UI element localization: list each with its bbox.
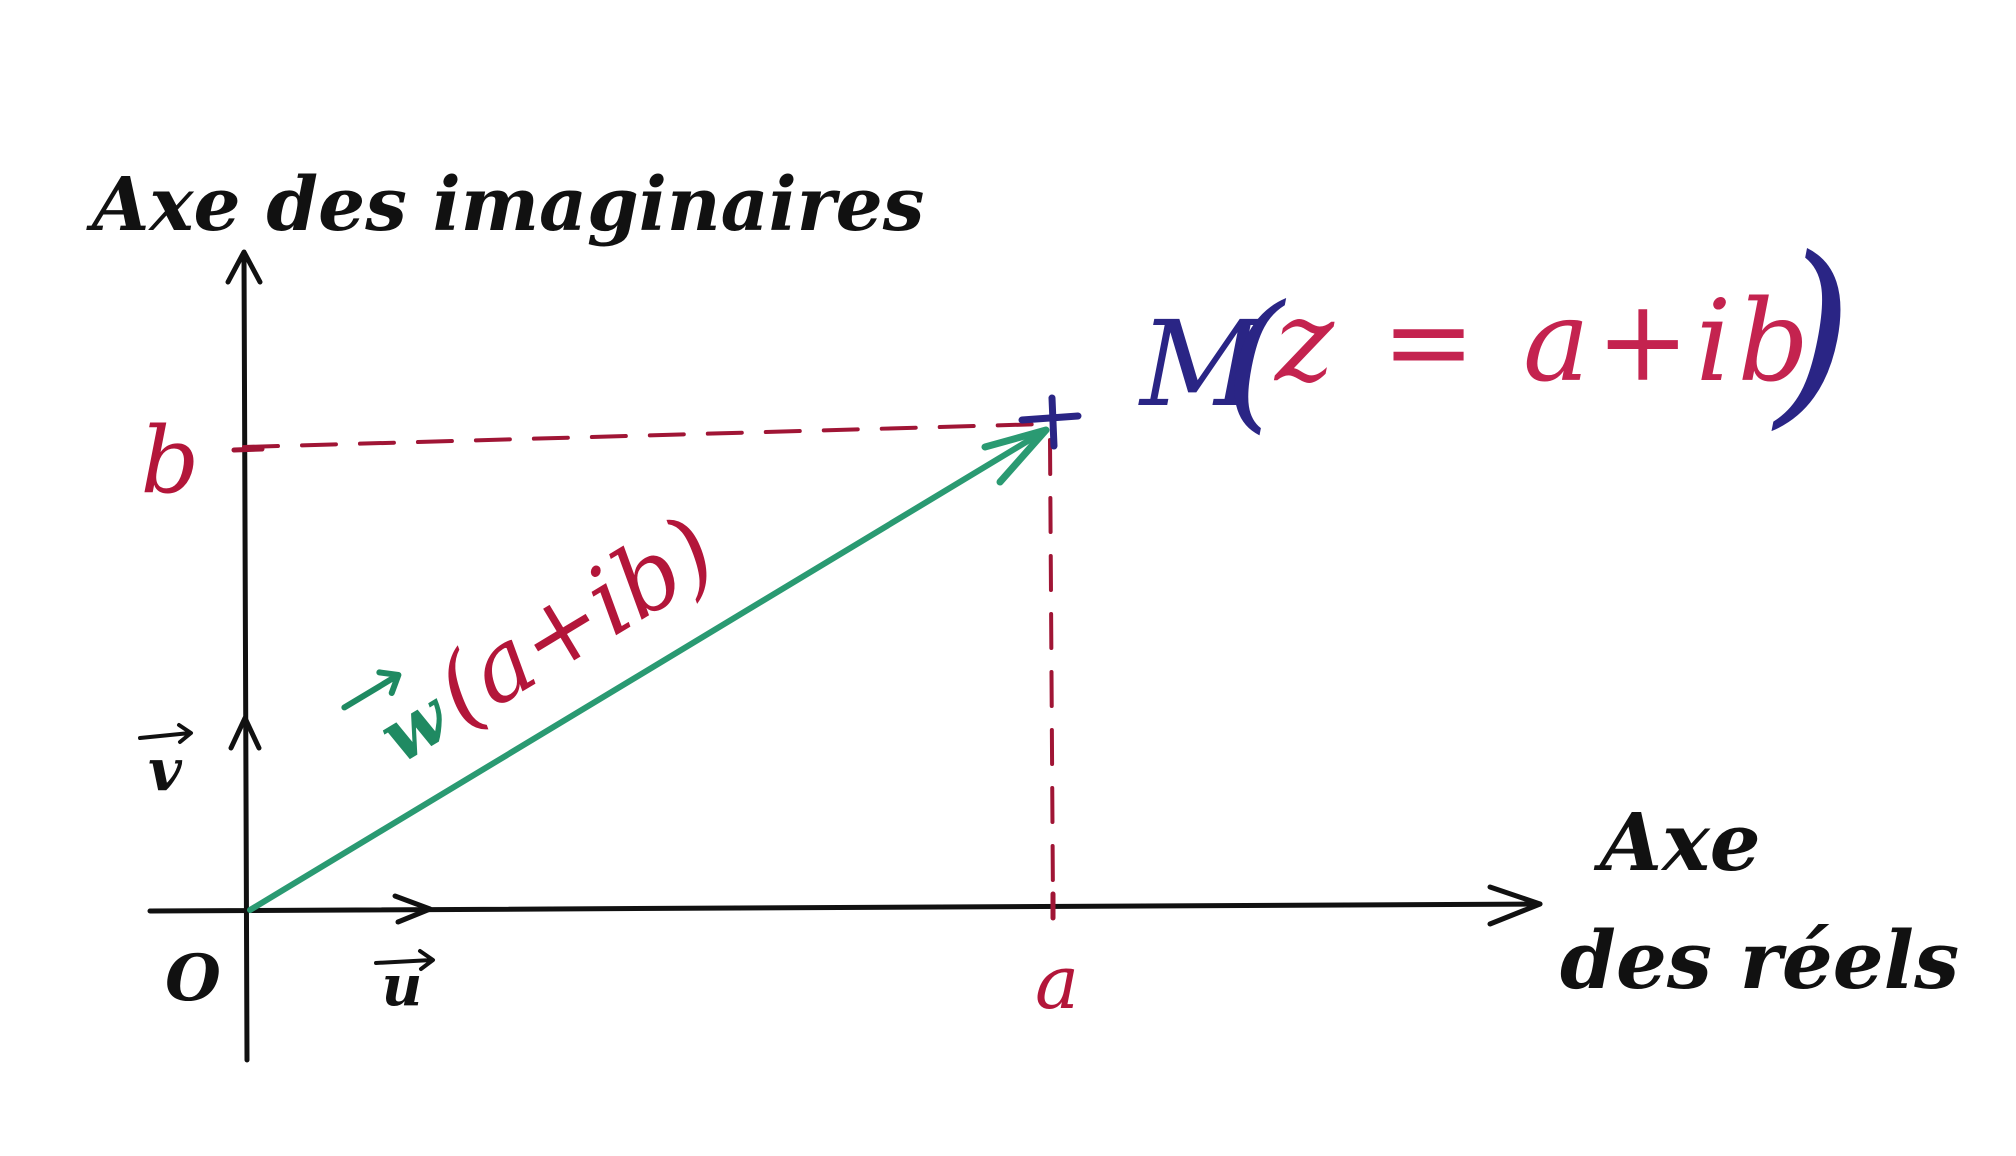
unit-vector-v-overarrow-icon bbox=[138, 723, 193, 744]
imaginary-axis-title: Axe des imaginaires bbox=[86, 162, 924, 248]
point-name: M bbox=[1138, 295, 1264, 433]
origin-label: O bbox=[165, 941, 221, 1016]
real-axis-title-line2: des réels bbox=[1560, 913, 1959, 1007]
vertical-projection-dashed-line bbox=[1048, 438, 1055, 908]
unit-vector-u-arrowhead-icon bbox=[392, 893, 433, 925]
b-tick-mark bbox=[231, 446, 265, 453]
horizontal-projection-dashed-line bbox=[242, 422, 1047, 449]
point-m-plus-cross-icon bbox=[1018, 394, 1082, 450]
unit-vector-u-label: u bbox=[382, 953, 423, 1019]
vector-label-overarrow-icon bbox=[341, 669, 402, 711]
x-coordinate-label: a bbox=[1035, 940, 1079, 1026]
imaginary-axis-line bbox=[241, 252, 250, 1063]
point-m-label: M ( z = a+ib ) bbox=[1138, 215, 1853, 448]
vector-label: w (a+ib) bbox=[341, 495, 735, 780]
vector-om bbox=[247, 426, 1050, 913]
vector-om-line bbox=[247, 427, 1049, 913]
vector-om-arrowhead-icon bbox=[981, 426, 1050, 486]
point-open-paren: ( bbox=[1225, 274, 1287, 448]
point-close-paren: ) bbox=[1771, 215, 1853, 448]
axes bbox=[147, 249, 1543, 1063]
unit-vector-v-arrowhead-icon bbox=[228, 715, 262, 751]
unit-vector-v: v bbox=[138, 715, 262, 804]
point-expression: z = a+ib bbox=[1273, 277, 1815, 407]
real-axis-line bbox=[147, 901, 1543, 914]
y-coordinate-label: b bbox=[141, 407, 200, 514]
real-axis-title-line1: Axe bbox=[1593, 795, 1761, 889]
real-axis-arrowhead-icon bbox=[1487, 884, 1543, 927]
imaginary-axis-arrowhead-icon bbox=[225, 249, 263, 285]
unit-vector-u: u bbox=[374, 893, 435, 1019]
vector-components-label: (a+ib) bbox=[416, 495, 735, 748]
unit-vector-u-overarrow-icon bbox=[374, 949, 435, 971]
projection-lines bbox=[231, 422, 1056, 921]
unit-vector-v-label: v bbox=[148, 736, 183, 804]
